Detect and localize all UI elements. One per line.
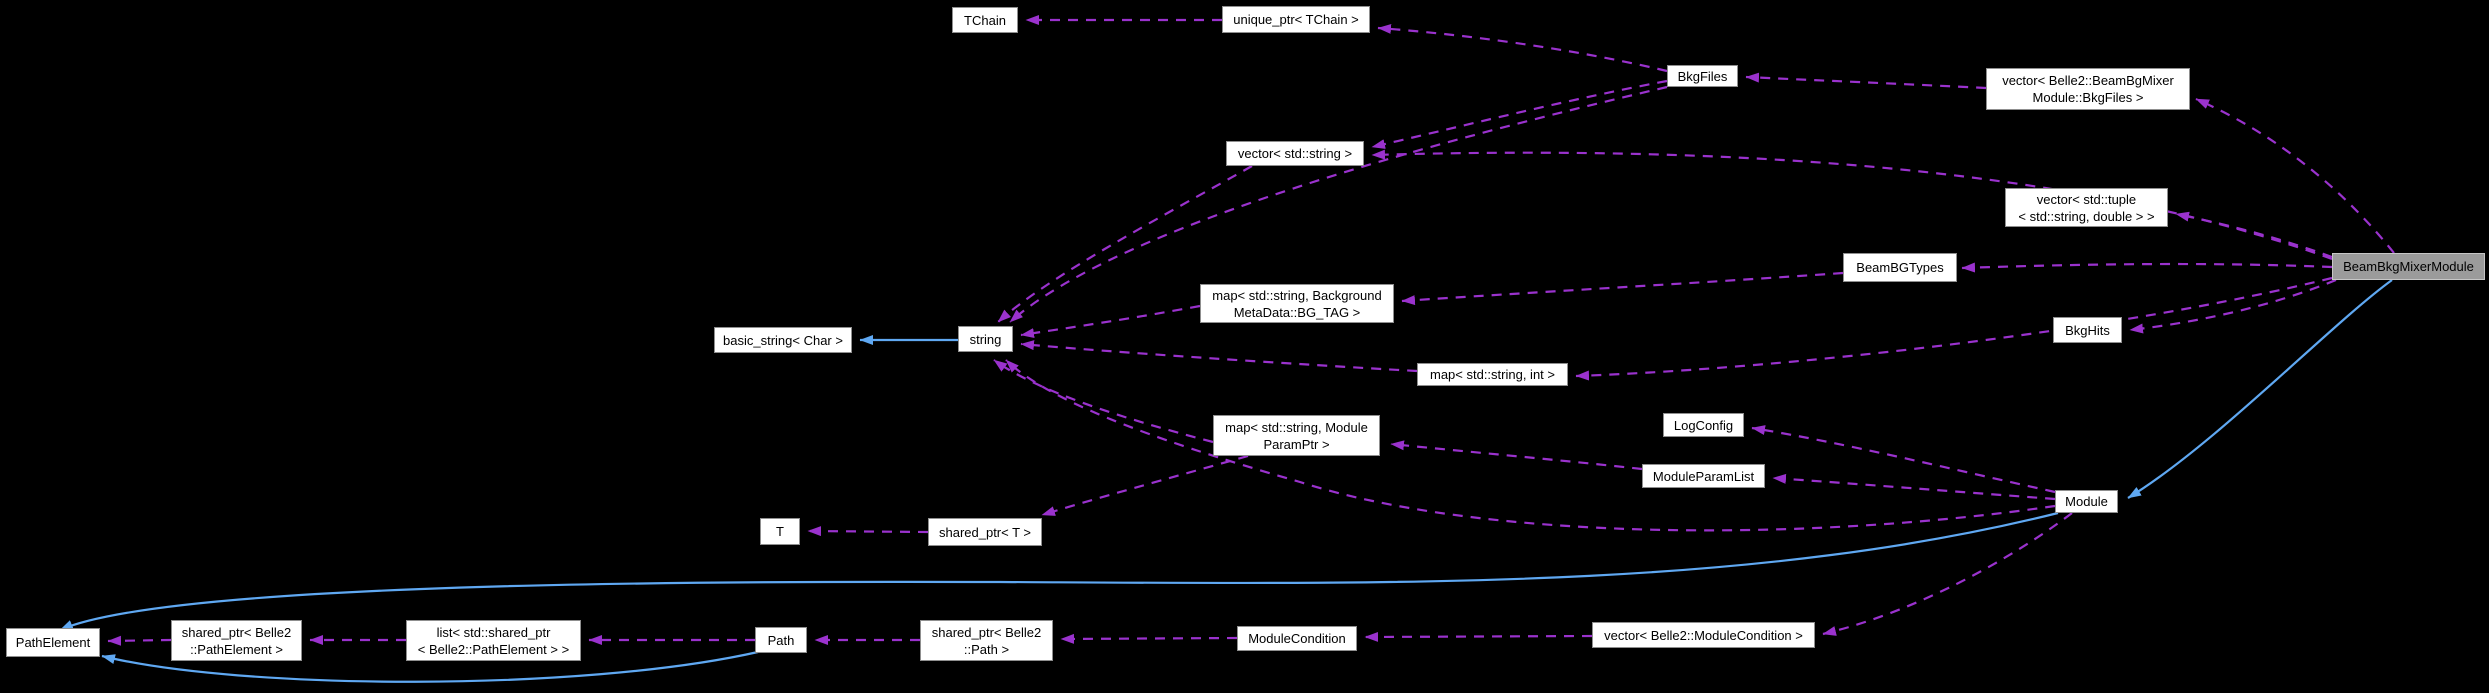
usage-edge-shared-ptr-pathelement-to-pathelement bbox=[107, 635, 172, 646]
node-map-bg-tag[interactable]: map< std::string, Background MetaData::B… bbox=[1200, 284, 1394, 323]
usage-edge-beambkgmixermodule-to-beambgtypes bbox=[1961, 262, 2333, 273]
node-bkgfiles[interactable]: BkgFiles bbox=[1667, 65, 1738, 87]
node-map-string-int[interactable]: map< std::string, int > bbox=[1417, 363, 1568, 386]
node-shared-ptr-t[interactable]: shared_ptr< T > bbox=[928, 518, 1042, 546]
usage-edge-beambkgmixermodule-to-map-string-int bbox=[1575, 276, 2333, 381]
node-map-moduleparamptr[interactable]: map< std::string, Module ParamPtr > bbox=[1213, 415, 1380, 456]
node-tchain[interactable]: TChain bbox=[952, 7, 1018, 33]
usage-edge-module-to-moduleparamlist bbox=[1772, 473, 2056, 501]
usage-edge-map-moduleparamptr-to-shared-ptr-t bbox=[1041, 454, 1249, 517]
usage-edge-beambkgmixermodule-to-vector-beambgmixer-bkgfiles bbox=[2195, 97, 2395, 254]
usage-edge-map-moduleparamptr-to-string bbox=[993, 359, 1214, 444]
node-path[interactable]: Path bbox=[755, 627, 807, 653]
usage-edge-bkgfiles-to-unique-ptr-tchain bbox=[1377, 23, 1668, 73]
node-module[interactable]: Module bbox=[2055, 490, 2118, 513]
usage-edge-module-to-string bbox=[1005, 359, 2056, 532]
usage-edge-vector-modulecondition-to-modulecondition bbox=[1364, 631, 1593, 642]
node-bkghits[interactable]: BkgHits bbox=[2053, 317, 2122, 343]
usage-edge-module-to-vector-modulecondition bbox=[1822, 512, 2073, 636]
node-unique-ptr-tchain[interactable]: unique_ptr< TChain > bbox=[1222, 6, 1370, 33]
usage-edge-modulecondition-to-shared-ptr-path bbox=[1060, 633, 1238, 644]
usage-edge-beambkgmixermodule-to-bkghits bbox=[2129, 278, 2337, 334]
usage-edge-beambkgmixermodule-to-vector-tuple bbox=[2175, 211, 2333, 259]
usage-edge-vector-std-string-to-string bbox=[997, 165, 1253, 323]
node-vector-std-string[interactable]: vector< std::string > bbox=[1226, 141, 1364, 166]
usage-edge-vector-beambgmixer-bkgfiles-to-bkgfiles bbox=[1745, 72, 1987, 90]
node-list-shared-ptr-pathelement[interactable]: list< std::shared_ptr < Belle2::PathElem… bbox=[406, 620, 581, 661]
inheritance-edge-module-to-pathelement bbox=[59, 511, 2059, 632]
usage-edge-map-bg-tag-to-string bbox=[1020, 304, 1201, 339]
usage-edge-moduleparamlist-to-map-moduleparamptr bbox=[1390, 440, 1643, 471]
node-basic-string-char[interactable]: basic_string< Char > bbox=[714, 327, 852, 353]
usage-edge-module-to-logconfig bbox=[1751, 425, 2056, 494]
usage-edge-beambgtypes-to-map-bg-tag bbox=[1401, 271, 1844, 306]
node-vector-beambgmixer-bkgfiles[interactable]: vector< Belle2::BeamBgMixer Module::BkgF… bbox=[1986, 68, 2190, 110]
node-shared-ptr-path[interactable]: shared_ptr< Belle2 ::Path > bbox=[920, 620, 1053, 661]
usage-edge-shared-ptr-t-to-t bbox=[807, 526, 929, 537]
usage-edge-map-string-int-to-string bbox=[1020, 340, 1418, 373]
node-beambkgmixermodule: BeamBkgMixerModule bbox=[2332, 253, 2485, 280]
node-vector-tuple[interactable]: vector< std::tuple < std::string, double… bbox=[2005, 188, 2168, 227]
inheritance-edge-path-to-pathelement bbox=[101, 650, 759, 683]
node-logconfig[interactable]: LogConfig bbox=[1663, 413, 1744, 437]
usage-edge-beambkgmixermodule-to-vector-std-string bbox=[1371, 149, 2333, 261]
node-t[interactable]: T bbox=[760, 518, 800, 545]
node-vector-modulecondition[interactable]: vector< Belle2::ModuleCondition > bbox=[1592, 622, 1815, 648]
inheritance-edge-beambkgmixermodule-to-module bbox=[2127, 279, 2393, 499]
node-moduleparamlist[interactable]: ModuleParamList bbox=[1642, 464, 1765, 488]
usage-edge-bkgfiles-to-string bbox=[1009, 85, 1668, 323]
node-string[interactable]: string bbox=[958, 326, 1013, 352]
node-pathelement[interactable]: PathElement bbox=[6, 628, 100, 657]
usage-edge-bkgfiles-to-vector-std-string bbox=[1371, 79, 1668, 149]
node-beambgtypes[interactable]: BeamBGTypes bbox=[1843, 253, 1957, 282]
node-shared-ptr-pathelement[interactable]: shared_ptr< Belle2 ::PathElement > bbox=[171, 620, 302, 661]
node-modulecondition[interactable]: ModuleCondition bbox=[1237, 626, 1357, 651]
